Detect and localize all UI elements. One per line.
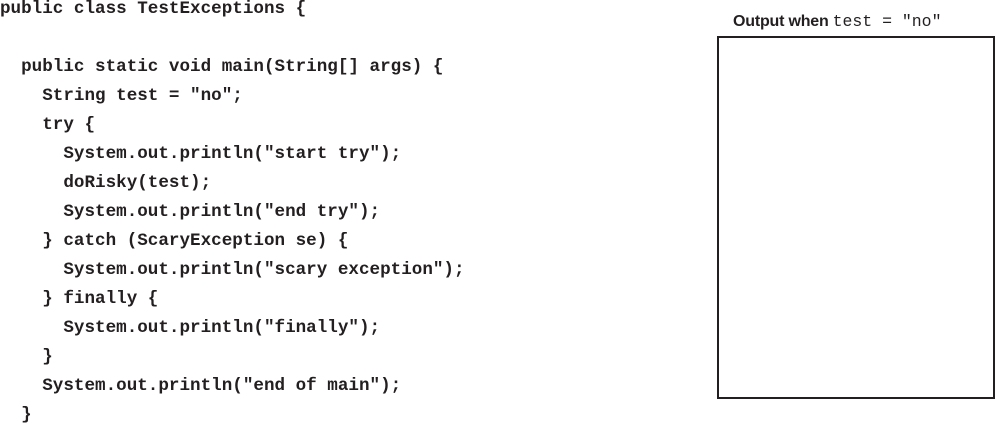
code-line (0, 24, 465, 53)
code-line: System.out.println("finally"); (0, 318, 381, 338)
code-line: public static void main(String[] args) { (0, 57, 444, 77)
code-line: } (0, 405, 32, 425)
code-line: System.out.println("end try"); (0, 202, 381, 222)
code-line: } catch (ScaryException se) { (0, 231, 349, 251)
code-line: doRisky(test); (0, 173, 212, 193)
output-caption: Output when test = "no" (733, 10, 941, 34)
code-line: } finally { (0, 289, 159, 309)
code-line: public class TestExceptions { (0, 0, 307, 19)
output-caption-label: Output when (733, 13, 829, 30)
code-listing: public class TestExceptions { public sta… (0, 0, 465, 430)
code-line: System.out.println("end of main"); (0, 376, 402, 396)
code-line: System.out.println("start try"); (0, 144, 402, 164)
code-line: String test = "no"; (0, 86, 243, 106)
code-line: try { (0, 115, 96, 135)
output-caption-expression: test = "no" (832, 12, 942, 31)
output-answer-box[interactable] (717, 36, 995, 399)
code-line: } (0, 347, 53, 367)
code-line: System.out.println("scary exception"); (0, 260, 465, 280)
